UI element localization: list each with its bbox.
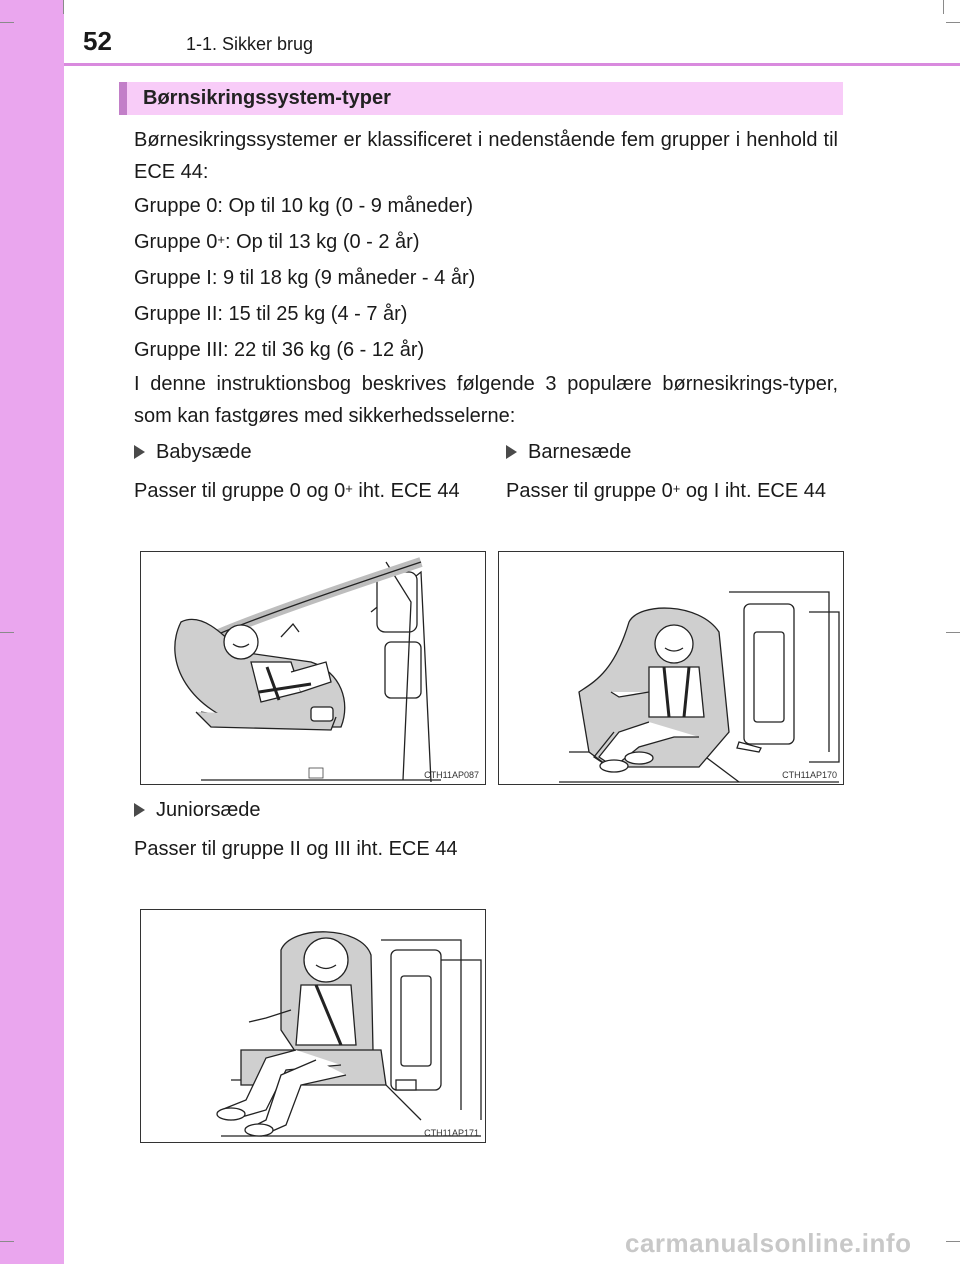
crop-mark [0, 22, 14, 23]
seat-type-heading: Barnesæde [506, 438, 631, 466]
junior-seat-illustration: CTH11AP171 [140, 909, 486, 1143]
group-text: : 15 til 25 kg (4 - 7 år) [217, 303, 408, 325]
header-rule [64, 63, 960, 66]
crop-mark [63, 0, 64, 14]
section-heading-bar: Børnsikringssystem-typer [119, 82, 843, 115]
crop-mark [943, 0, 944, 14]
figure-code: CTH11AP170 [782, 770, 837, 780]
group-line: Gruppe I: 9 til 18 kg (9 måneder - 4 år) [134, 264, 475, 292]
crop-mark [0, 1241, 14, 1242]
figure-code: CTH11AP087 [424, 770, 479, 780]
desc-sup: + [672, 481, 681, 496]
crop-mark [946, 632, 960, 633]
desc-text: Passer til gruppe 0 og 0 [134, 480, 346, 502]
group-name: Gruppe I [134, 267, 212, 289]
group-name: Gruppe II [134, 303, 218, 325]
junior-seat-drawing [216, 931, 482, 1137]
group-line: Gruppe III: 22 til 36 kg (6 - 12 år) [134, 336, 424, 364]
child-seat-illustration: CTH11AP170 [498, 551, 844, 785]
seat-type-description: Passer til gruppe 0+ og I iht. ECE 44 [506, 476, 842, 506]
group-text: : Op til 10 kg (0 - 9 måneder) [217, 195, 474, 217]
figure-code: CTH11AP171 [424, 1128, 479, 1138]
desc-text: Passer til gruppe II og III iht. ECE 44 [134, 838, 458, 860]
seat-type-title: Babysæde [156, 441, 252, 463]
group-line: Gruppe II: 15 til 25 kg (4 - 7 år) [134, 300, 407, 328]
seat-type-title: Juniorsæde [156, 799, 261, 821]
baby-seat-illustration: CTH11AP087 [140, 551, 486, 785]
page-number: 52 [83, 26, 112, 56]
desc-sup: + [345, 481, 353, 496]
outro-paragraph: I denne instruktionsbog beskrives følgen… [134, 373, 838, 427]
group-text: : 9 til 18 kg (9 måneder - 4 år) [211, 267, 476, 289]
group-name: Gruppe III [134, 339, 223, 361]
seat-type-heading: Babysæde [134, 438, 252, 466]
bullet-triangle-icon [506, 445, 517, 459]
intro-paragraph: Børnesikringssystemer er klassificeret i… [134, 129, 838, 183]
crop-mark [0, 632, 14, 633]
group-name: Gruppe 0 [134, 231, 218, 253]
bullet-triangle-icon [134, 445, 145, 459]
section-title: Børnsikringssystem-typer [143, 87, 391, 109]
watermark: carmanualsonline.info [625, 1228, 912, 1258]
crop-mark [946, 22, 960, 23]
seat-type-description: Passer til gruppe II og III iht. ECE 44 [134, 834, 482, 864]
crop-mark [946, 1241, 960, 1242]
desc-text: Passer til gruppe 0 [506, 480, 673, 502]
group-text: : 22 til 36 kg (6 - 12 år) [222, 339, 425, 361]
group-line: Gruppe 0: Op til 10 kg (0 - 9 måneder) [134, 192, 473, 220]
group-sup: + [217, 232, 225, 247]
seat-type-description: Passer til gruppe 0 og 0+ iht. ECE 44 [134, 476, 482, 506]
desc-text: og I iht. ECE 44 [680, 480, 826, 502]
group-text: : Op til 13 kg (0 - 2 år) [224, 231, 420, 253]
seat-type-heading: Juniorsæde [134, 796, 261, 824]
child-seat-drawing [559, 591, 840, 783]
baby-seat-drawing [174, 557, 441, 783]
group-line: Gruppe 0+: Op til 13 kg (0 - 2 år) [134, 228, 420, 256]
seat-type-title: Barnesæde [528, 441, 632, 463]
group-name: Gruppe 0 [134, 195, 218, 217]
chapter-title: 1-1. Sikker brug [186, 34, 314, 54]
bullet-triangle-icon [134, 803, 145, 817]
desc-text: iht. ECE 44 [352, 480, 460, 502]
